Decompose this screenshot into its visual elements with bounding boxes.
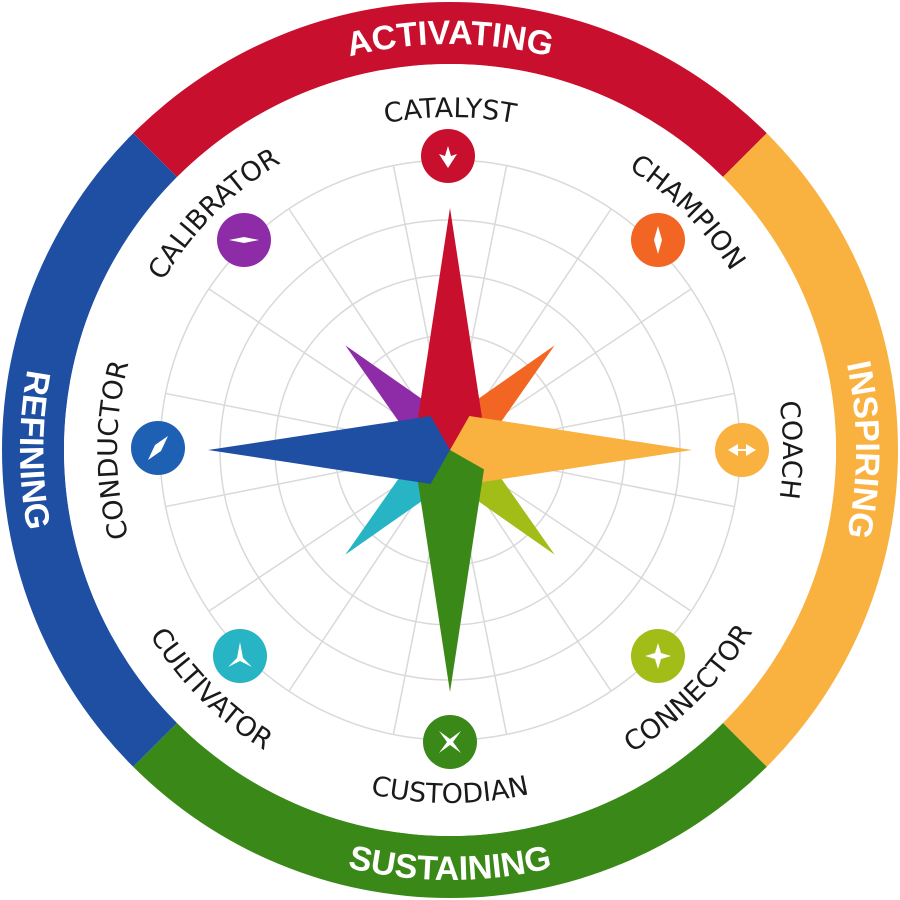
role-icon-glyph-champion: [654, 226, 662, 254]
compass-point-custodian: [416, 450, 484, 692]
x-cross-icon: [423, 715, 477, 769]
role-icon-glyph-custodian: [439, 731, 461, 753]
horizontal-diamond-icon: [217, 213, 271, 267]
quadrant-label-refining: REFINING: [12, 368, 57, 532]
arrows-converge-icon: [715, 423, 769, 477]
compass-star: [208, 208, 692, 692]
role-icon-glyph-coach: [728, 444, 756, 456]
role-label-coach: COACH: [773, 399, 807, 501]
quadrant-segment-inspiring: [722, 133, 898, 767]
role-icon-glyph-calibrator: [229, 237, 259, 243]
quadrant-segment-activating: [133, 1, 767, 178]
role-icon-glyph-conductor: [148, 436, 168, 460]
quadrant-segment-refining: [1, 133, 178, 767]
tri-blade-icon: [213, 629, 267, 683]
compass-point-coach: [450, 416, 692, 484]
arrow-down-icon: [421, 129, 475, 183]
role-icon-glyph-catalyst: [439, 146, 457, 168]
compass-point-catalyst: [416, 208, 484, 450]
quadrant-segment-sustaining: [133, 722, 767, 898]
role-icon-glyph-cultivator: [228, 642, 252, 667]
compass-point-conductor: [208, 416, 450, 484]
role-icons: [131, 129, 769, 769]
vertical-diamond-icon: [631, 213, 685, 267]
diagonal-needle-icon: [131, 421, 185, 475]
role-icon-glyph-connector: [645, 643, 671, 669]
four-point-star-icon: [631, 629, 685, 683]
